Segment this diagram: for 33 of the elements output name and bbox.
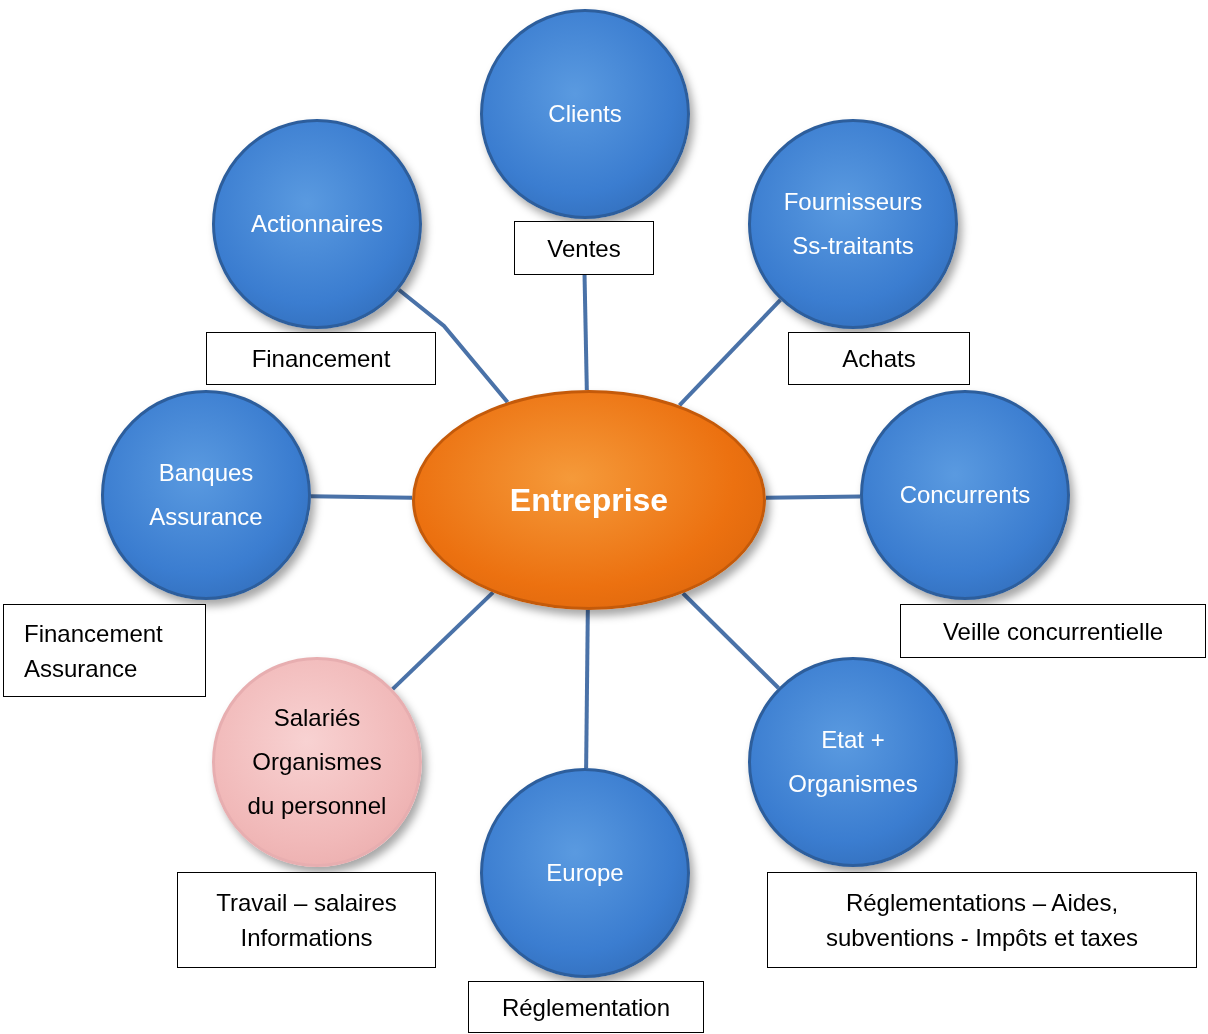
circle-label: Banques Assurance bbox=[148, 458, 264, 532]
connector-line bbox=[397, 288, 510, 404]
box-label: Financement Assurance bbox=[24, 618, 164, 684]
box-label: Veille concurrentielle bbox=[942, 616, 1164, 647]
box-label: Travail – salaires Informations bbox=[215, 888, 398, 953]
box-label: Réglementations – Aides, subventions - Impôts et taxes bbox=[824, 888, 1140, 953]
label-box bbox=[767, 872, 1197, 968]
label-box bbox=[206, 332, 436, 385]
box-label: Financement bbox=[251, 344, 391, 374]
label-box bbox=[3, 604, 206, 697]
connector-line bbox=[678, 298, 782, 407]
circle-label: Concurrents bbox=[899, 480, 1031, 510]
connector-line bbox=[765, 494, 861, 500]
connector-line bbox=[681, 591, 780, 690]
circle-label: Actionnaires bbox=[250, 209, 384, 239]
connector-line bbox=[584, 609, 590, 769]
box-label: Achats bbox=[842, 344, 916, 374]
circle-label: Salariés Organismes du personnel bbox=[246, 703, 388, 821]
label-box bbox=[468, 981, 704, 1033]
label-box bbox=[788, 332, 970, 385]
circle-label: Europe bbox=[546, 858, 624, 888]
circle-label: Clients bbox=[548, 99, 622, 129]
label-box bbox=[177, 872, 436, 968]
connector-line bbox=[310, 494, 413, 500]
center-label: Entreprise bbox=[509, 481, 669, 520]
label-box bbox=[514, 221, 654, 275]
box-label: Ventes bbox=[547, 233, 621, 264]
circle-label: Etat + Organismes bbox=[787, 725, 919, 799]
circle-label: Fournisseurs Ss-traitants bbox=[782, 187, 924, 261]
label-box bbox=[900, 604, 1206, 658]
connector-line bbox=[582, 274, 589, 391]
connector-line bbox=[391, 591, 495, 691]
box-label: Réglementation bbox=[501, 992, 671, 1023]
